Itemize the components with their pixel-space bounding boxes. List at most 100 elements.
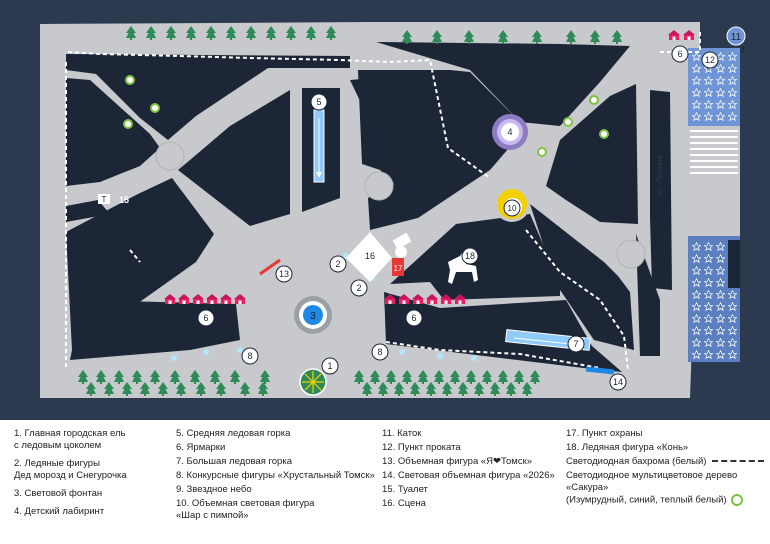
legend-item-6: 6. Ярмарки <box>176 442 226 453</box>
main-christmas-tree[interactable] <box>299 368 327 396</box>
stage[interactable] <box>346 232 392 282</box>
sakura-tree-icon <box>599 129 609 139</box>
marker-3-label: 3 <box>310 311 316 322</box>
marker-1[interactable]: 1 <box>321 357 339 375</box>
park-blocks <box>66 42 672 372</box>
marker-18[interactable]: 18 <box>461 247 479 265</box>
light-bulb-icon <box>237 347 243 353</box>
light-bulb-icon <box>471 355 477 361</box>
central-plaza: 3 <box>241 246 385 390</box>
marker-2[interactable]: 2 <box>329 255 347 273</box>
svg-text:17: 17 <box>394 264 403 273</box>
marker-13[interactable]: 13 <box>275 265 293 283</box>
svg-text:8: 8 <box>247 351 252 361</box>
sakura-tree-icon <box>563 117 573 127</box>
street-label: пр. Ленина <box>655 155 664 196</box>
legend-item-2: 2. Ледяные фигуры Дед морозд и Снегурочк… <box>14 458 127 481</box>
marker-6[interactable]: 6 <box>671 45 689 63</box>
legend-item-13: 13. Объемная фигура «Я❤Томск» <box>382 456 533 467</box>
legend-col-3: 11. Каток 12. Пункт проката 13. Объемная… <box>382 428 562 512</box>
svg-text:2: 2 <box>335 259 340 269</box>
legend-item-9: 9. Звездное небо <box>176 484 252 495</box>
marker-8[interactable]: 8 <box>371 343 389 361</box>
legend-item-14: 14. Световая объемная фигура «2026» <box>382 470 555 481</box>
figure-2026[interactable] <box>585 366 615 375</box>
led-fringe <box>65 30 701 371</box>
svg-text:T: T <box>102 195 107 204</box>
sakura-trees <box>123 75 609 157</box>
ice-rink-starry-sky[interactable] <box>688 48 740 362</box>
legend-item-10: 10. Объемная световая фигура «Шар с пимп… <box>176 498 315 521</box>
svg-text:15: 15 <box>119 195 129 205</box>
security-post[interactable] <box>392 232 412 276</box>
legend-item-11: 11. Каток <box>382 428 422 439</box>
marker-7[interactable]: 7 <box>567 335 585 353</box>
legend-item-17: 17. Пункт охраны <box>566 428 643 439</box>
legend-item-fringe: Светодиодная бахрома (белый) <box>566 456 766 468</box>
light-bulb-icon <box>171 355 177 361</box>
legend-item-16: 16. Сцена <box>382 498 426 509</box>
marker-14[interactable]: 14 <box>609 373 627 391</box>
light-bulb-icon <box>399 349 405 355</box>
svg-text:5: 5 <box>316 97 321 107</box>
marker-16[interactable]: 16 <box>365 251 375 261</box>
legend-item-4: 4. Детский лабиринт <box>14 506 105 517</box>
marker-2[interactable]: 2 <box>350 279 368 297</box>
light-bulb-icon <box>203 349 209 355</box>
svg-text:1: 1 <box>327 361 332 371</box>
labyrinth[interactable] <box>492 114 528 150</box>
legend-item-1: 1. Главная городская ель с ледовым цокол… <box>14 428 126 451</box>
legend-item-8: 8. Конкурсные фигуры «Хрустальный Томск» <box>176 470 375 481</box>
svg-text:6: 6 <box>203 313 208 323</box>
legend-item-7: 7. Большая ледовая горка <box>176 456 292 467</box>
marker-15[interactable]: 15 <box>119 195 129 205</box>
svg-text:11: 11 <box>731 32 742 43</box>
marker-17[interactable]: 17 <box>394 264 403 273</box>
svg-text:10: 10 <box>508 204 517 213</box>
park-map: 3 11 9 пр. Ленина <box>40 22 746 398</box>
svg-text:2: 2 <box>356 283 361 293</box>
marker-5[interactable]: 5 <box>310 93 328 111</box>
svg-text:12: 12 <box>705 55 715 65</box>
marker-11[interactable]: 11 <box>726 26 746 46</box>
svg-text:16: 16 <box>365 251 375 261</box>
svg-text:7: 7 <box>573 339 578 349</box>
marker-6[interactable]: 6 <box>405 309 423 327</box>
sakura-tree-icon <box>537 147 547 157</box>
marker-6[interactable]: 6 <box>197 309 215 327</box>
svg-text:4: 4 <box>507 127 512 137</box>
legend-fringe-label: Светодиодная бахрома (белый) <box>566 456 707 467</box>
marker-12[interactable]: 12 <box>701 51 719 69</box>
marker-10[interactable]: 10 <box>503 199 521 217</box>
legend-col-2: 5. Средняя ледовая горка 6. Ярмарки 7. Б… <box>176 428 376 524</box>
sakura-tree-icon <box>589 95 599 105</box>
ice-slide-medium[interactable] <box>313 109 325 183</box>
svg-text:14: 14 <box>613 377 623 387</box>
legend-item-12: 12. Пункт проката <box>382 442 461 453</box>
svg-text:6: 6 <box>411 313 416 323</box>
sakura-tree-icon <box>123 119 133 129</box>
sakura-dot-icon <box>730 494 743 506</box>
dashed-line-icon <box>712 460 765 463</box>
sakura-tree-icon <box>150 103 160 113</box>
figure-i-love-tomsk[interactable] <box>259 258 281 276</box>
horse-ice-figure[interactable] <box>448 250 478 284</box>
legend: 1. Главная городская ель с ледовым цокол… <box>0 420 770 544</box>
svg-text:8: 8 <box>377 347 382 357</box>
legend-col-1: 1. Главная городская ель с ледовым цокол… <box>14 428 164 524</box>
legend-item-15: 15. Туалет <box>382 484 428 495</box>
marker-4[interactable]: 4 <box>507 127 512 137</box>
legend-item-18: 18. Ледяная фигура «Конь» <box>566 442 689 453</box>
marker-8[interactable]: 8 <box>241 347 259 365</box>
marker-9-label: 9 <box>740 45 745 54</box>
legend-item-3: 3. Световой фонтан <box>14 488 103 499</box>
svg-text:13: 13 <box>279 269 289 279</box>
legend-item-tree: Светодиодное мультицветовое дерево «Саку… <box>566 470 766 507</box>
light-bulb-icon <box>437 353 443 359</box>
sakura-tree-icon <box>125 75 135 85</box>
svg-text:6: 6 <box>677 49 682 59</box>
legend-col-4: 17. Пункт охраны 18. Ледяная фигура «Кон… <box>566 428 766 509</box>
legend-item-5: 5. Средняя ледовая горка <box>176 428 291 439</box>
toilet-icon[interactable]: T <box>98 194 110 204</box>
